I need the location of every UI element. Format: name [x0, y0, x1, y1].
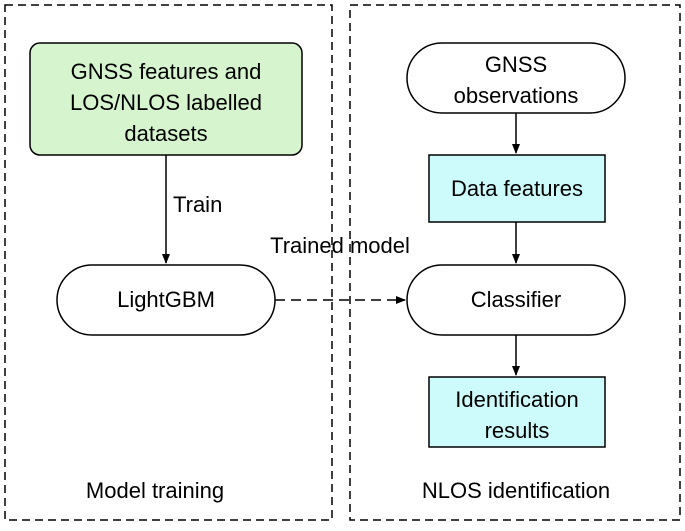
gnss-features-line-3: datasets	[124, 121, 207, 146]
gnss-features-node: GNSS features and LOS/NLOS labelled data…	[29, 42, 303, 156]
identification-results-box	[428, 376, 606, 448]
nlos-identification-caption: NLOS identification	[422, 478, 610, 503]
identification-results-line-1: Identification	[455, 387, 579, 412]
gnss-observations-line-1: GNSS	[485, 52, 547, 77]
model-training-panel	[4, 4, 333, 521]
data-features-node: Data features	[428, 154, 606, 223]
data-features-label: Data features	[451, 176, 583, 201]
trained-model-label: Trained model	[270, 233, 410, 258]
data-features-box	[428, 154, 606, 223]
identification-results-node: Identification results	[428, 376, 606, 448]
train-label: Train	[173, 192, 222, 217]
model-training-caption: Model training	[86, 478, 224, 503]
gnss-features-line-1: GNSS features and	[71, 59, 262, 84]
identification-results-line-2: results	[485, 418, 550, 443]
gnss-features-line-2: LOS/NLOS labelled	[70, 90, 262, 115]
lightgbm-node: LightGBM	[56, 264, 276, 336]
gnss-observations-line-2: observations	[454, 83, 579, 108]
gnss-observations-node: GNSS observations	[406, 42, 626, 114]
classifier-label: Classifier	[471, 287, 561, 312]
nlos-identification-panel	[349, 4, 681, 521]
classifier-node: Classifier	[406, 264, 626, 336]
lightgbm-label: LightGBM	[117, 287, 215, 312]
